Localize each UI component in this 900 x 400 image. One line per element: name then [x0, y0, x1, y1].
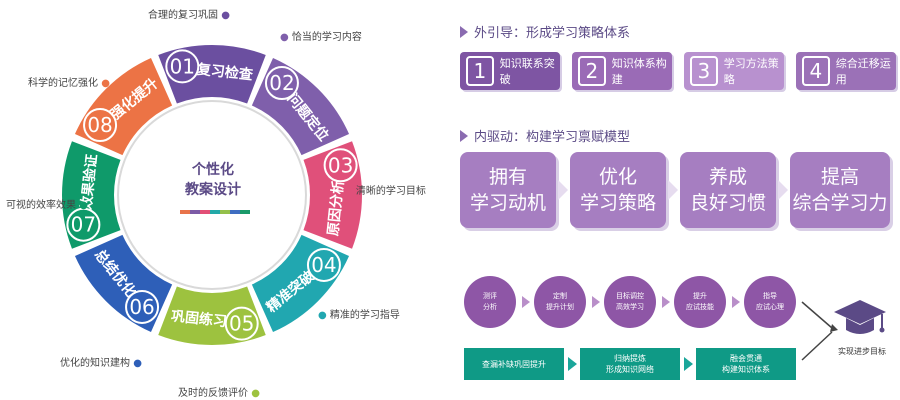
arrow-right-icon — [568, 357, 577, 371]
drive-box-3: 养成良好习惯 — [680, 152, 776, 228]
center-bar-swatch — [220, 210, 230, 214]
center-bar-swatch — [240, 210, 250, 214]
segment-number: 01 — [170, 54, 195, 78]
guide-step-3: 3 学习方法策略 — [684, 52, 784, 90]
step-label: 知识体系构建 — [611, 57, 667, 86]
center-bar-swatch — [180, 210, 190, 214]
step-label: 知识联系突破 — [499, 57, 555, 86]
center-bar-swatch — [230, 210, 240, 214]
center-bar-swatch — [210, 210, 220, 214]
step-number: 2 — [578, 56, 606, 86]
segment-number: 03 — [328, 153, 353, 177]
segment-number: 07 — [71, 213, 96, 237]
drive-box-2: 优化学习策略 — [570, 152, 666, 228]
flow-circle-1: 测评分析 — [464, 276, 516, 328]
segment-number-bubble — [306, 247, 341, 282]
triangle-bullet-icon — [460, 129, 468, 142]
segment-number: 04 — [311, 253, 336, 277]
segment-label: 复习检查 — [195, 61, 254, 84]
step-number: 1 — [466, 56, 494, 86]
flow-circle-5: 指导应试心理 — [744, 276, 796, 328]
flow-circle-2: 定制提升计划 — [534, 276, 586, 328]
converge-arrows-icon — [801, 301, 838, 361]
step-number: 4 — [802, 56, 830, 86]
outer-label-08: 科学的记忆强化 ● — [28, 78, 110, 89]
guide-step-2: 2 知识体系构建 — [572, 52, 672, 90]
arrow-right-icon — [778, 180, 788, 200]
step-label: 综合迁移运用 — [835, 57, 891, 86]
segment-number: 02 — [269, 71, 294, 95]
arrow-right-icon — [668, 180, 678, 200]
strategy-panel: 外引导：形成学习策略体系 1 知识联系突破 2 知识体系构建 3 学习方法策略 … — [440, 0, 900, 400]
segment-number-bubble — [323, 148, 358, 183]
segment-label: 巩固练习 — [170, 307, 227, 330]
segment-number: 08 — [87, 113, 112, 137]
segment-number-bubble — [165, 49, 200, 84]
arrow-right-icon — [522, 296, 530, 308]
drive-box-4: 提高综合学习力 — [790, 152, 890, 228]
outer-label-02: ● 恰当的学习内容 — [280, 32, 362, 43]
goal-label: 实现进步目标 — [838, 347, 886, 356]
arrow-right-icon — [558, 180, 568, 200]
outer-label-05: 及时的反馈评价 ● — [178, 388, 260, 399]
drive-box-1: 拥有学习动机 — [460, 152, 556, 228]
arrow-right-icon — [592, 296, 600, 308]
center-bar-swatch — [200, 210, 210, 214]
outer-label-07: 可视的效率效果 ● — [6, 200, 88, 211]
wheel-inner-ring — [117, 100, 307, 290]
segment-number-bubble — [83, 108, 118, 143]
step-label: 学习方法策略 — [723, 57, 779, 86]
outer-label-04: ● 精准的学习指导 — [318, 310, 400, 321]
outer-label-01: 合理的复习巩固 ● — [148, 10, 230, 21]
flow-green-box-2: 归纳提炼形成知识网络 — [580, 348, 680, 380]
arrow-right-icon — [662, 296, 670, 308]
flow-circle-4: 提升应试技能 — [674, 276, 726, 328]
segment-label: 原因分析 — [324, 179, 347, 236]
guide-step-4: 4 综合迁移运用 — [796, 52, 896, 90]
arrow-right-icon — [684, 357, 693, 371]
segment-number-bubble — [66, 207, 101, 242]
segment-number-bubble — [125, 289, 160, 324]
flow-green-box-1: 查漏补缺巩固提升 — [464, 348, 564, 380]
triangle-bullet-icon — [460, 25, 468, 38]
outer-guide-title: 外引导：形成学习策略体系 — [460, 22, 630, 41]
arrow-right-icon — [732, 296, 740, 308]
guide-step-1: 1 知识联系突破 — [460, 52, 560, 90]
center-bar-swatch — [190, 210, 200, 214]
outer-label-03: ● 清晰的学习目标 — [344, 186, 426, 197]
step-number: 3 — [690, 56, 718, 86]
segment-number: 06 — [129, 295, 154, 319]
segment-number-bubble — [224, 306, 259, 341]
wheel-center-color-bar — [180, 210, 250, 214]
wheel-center-title: 个性化 教案设计 — [168, 160, 258, 200]
segment-number: 05 — [229, 312, 254, 336]
outer-label-06: 优化的知识建构 ● — [60, 358, 142, 369]
segment-number-bubble — [264, 66, 299, 101]
wheel-center-line1: 个性化 — [192, 162, 234, 178]
wheel-center-line2: 教案设计 — [185, 182, 241, 198]
graduation-cap-icon — [834, 300, 886, 334]
flow-green-box-3: 融会贯通构建知识体系 — [696, 348, 796, 380]
inner-drive-title: 内驱动：构建学习禀赋模型 — [460, 126, 630, 145]
segment-label: 效果验证 — [78, 153, 101, 210]
flow-circle-3: 目标调控高效学习 — [604, 276, 656, 328]
